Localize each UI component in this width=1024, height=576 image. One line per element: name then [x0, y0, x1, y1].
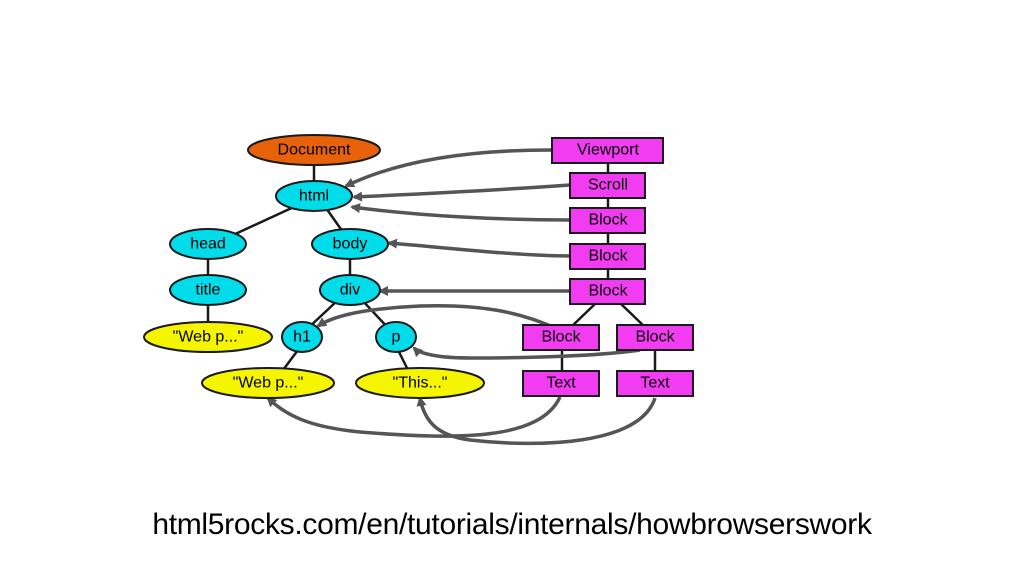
block-box-5-label: Block [635, 329, 675, 346]
block-box-1-label: Block [588, 212, 628, 229]
title-text-node-label: "Web p..." [173, 329, 244, 346]
arrow-text2-ptext [416, 396, 657, 446]
div-node: div [319, 274, 381, 306]
h1-text-node-label: "Web p..." [233, 375, 304, 392]
block-box-5: Block [616, 324, 694, 351]
block-box-3: Block [569, 278, 646, 305]
html-node: html [275, 180, 353, 212]
arrow-block2-body [387, 238, 571, 258]
head-node: head [169, 228, 247, 260]
body-node-label: body [333, 236, 368, 253]
p-text-node: "This..." [355, 367, 485, 399]
title-node-label: title [196, 282, 221, 299]
block-box-2-label: Block [588, 248, 628, 265]
document-node-label: Document [278, 142, 351, 159]
div-node-label: div [340, 282, 360, 299]
edge-block3-block4 [569, 302, 597, 329]
text-box-2: Text [616, 370, 694, 397]
arrow-block4-h1 [316, 303, 556, 330]
p-node: p [375, 321, 417, 353]
viewport-box-label: Viewport [577, 142, 640, 159]
arrow-block5-p [412, 346, 641, 360]
text-box-2-label: Text [640, 375, 670, 392]
h1-node: h1 [281, 321, 323, 353]
source-url-caption: html5rocks.com/en/tutorials/internals/ho… [152, 508, 872, 541]
text-box-1-label: Text [546, 375, 576, 392]
edge-block3-block5 [619, 302, 647, 329]
block-box-2: Block [569, 243, 646, 270]
text-box-1: Text [522, 370, 600, 397]
arrow-scroll-html [352, 183, 571, 202]
arrow-block1-html [350, 203, 571, 222]
html-node-label: html [299, 188, 329, 205]
document-node: Document [247, 134, 381, 166]
title-text-node: "Web p..." [143, 321, 273, 353]
block-box-4: Block [522, 324, 600, 351]
block-box-1: Block [569, 207, 646, 234]
dom-tree-nodes: Document html head body title div "Web p… [143, 134, 485, 399]
title-node: title [169, 274, 247, 306]
p-node-label: p [392, 329, 401, 346]
mapping-arrows [266, 148, 657, 446]
h1-node-label: h1 [293, 329, 311, 346]
body-node: body [311, 228, 389, 260]
p-text-node-label: "This..." [393, 375, 448, 392]
arrow-text1-h1text [266, 396, 562, 438]
viewport-box: Viewport [551, 137, 664, 164]
render-tree-nodes: Viewport Scroll Block Block Block Block … [522, 137, 694, 397]
scroll-box-label: Scroll [588, 177, 628, 194]
arrow-viewport-html [344, 148, 553, 188]
block-box-3-label: Block [588, 283, 628, 300]
h1-text-node: "Web p..." [201, 367, 335, 399]
block-box-4-label: Block [541, 329, 581, 346]
scroll-box: Scroll [569, 172, 646, 199]
head-node-label: head [190, 236, 226, 253]
